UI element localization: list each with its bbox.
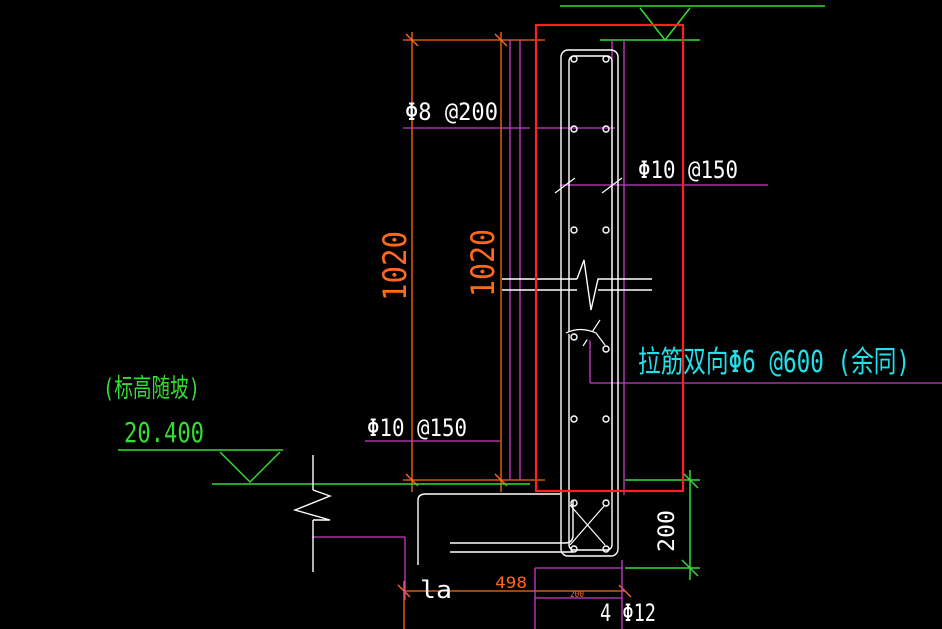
bottom-bars-label: 4 Φ12 (600, 599, 656, 627)
rebar-tick-marks (554, 177, 623, 546)
rebar-label-phi8-200: Φ8 @200 (405, 98, 498, 126)
dim-1020-inner: 1020 (464, 229, 502, 297)
rebar-label-phi10-150-right: Φ10 @150 (638, 156, 738, 184)
elevation-value: 20.400 (124, 416, 204, 449)
wall-section-outline (292, 49, 652, 572)
dim-1020-outer: 1020 (376, 231, 414, 301)
ground-elevation-lines (118, 449, 700, 580)
orange-dimension-lines (397, 32, 632, 629)
dim-498: 498 (495, 573, 527, 592)
dim-200-right: 200 (655, 510, 680, 552)
magenta-lines (312, 40, 942, 629)
anchor-length-label: la (420, 576, 452, 604)
rebar-dots (570, 55, 610, 553)
top-elevation-marker (560, 5, 825, 42)
red-highlight-box[interactable] (534, 23, 685, 493)
tie-bar-note: 拉筋双向Φ6 @600 (余同) (638, 345, 910, 380)
elevation-note: (标高随坡) (103, 374, 200, 404)
rebar-label-phi10-150-left: Φ10 @150 (367, 414, 467, 442)
dim-200-small: 200 (570, 590, 584, 600)
